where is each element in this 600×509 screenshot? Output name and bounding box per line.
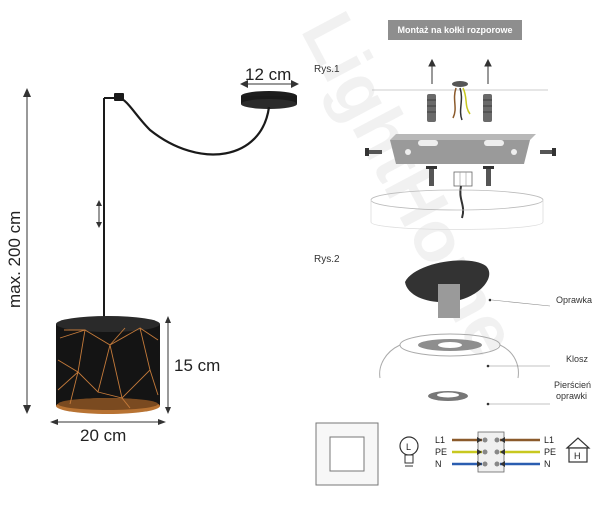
ceiling-wires	[452, 81, 471, 121]
adjust-arrows	[96, 200, 102, 228]
fig2-label: Rys.2	[314, 254, 340, 265]
canopy-width-label: 12 cm	[245, 65, 291, 84]
holder-ring: Pierścień oprawki	[428, 380, 591, 406]
terminal-block	[453, 171, 473, 219]
lamp-terminal-label: L	[406, 442, 411, 452]
pendant-cable	[103, 93, 271, 318]
wire-arrow-0-1	[500, 437, 505, 443]
screw-arrows	[428, 58, 492, 84]
house-icon: H	[565, 437, 591, 463]
shade-height-label: 15 cm	[174, 356, 220, 375]
height-label: max. 200 cm	[5, 211, 24, 308]
canopy: 12 cm	[240, 65, 299, 109]
wire-arrow-2-1	[500, 461, 505, 467]
wiring-connector	[477, 431, 505, 473]
height-dimension: max. 200 cm	[5, 88, 31, 414]
shade-width-dimension: 20 cm	[50, 419, 166, 445]
holder-label: Oprawka	[556, 295, 592, 305]
bracket-screws	[426, 166, 494, 186]
wall-switch	[315, 422, 379, 486]
wall-plugs	[427, 94, 492, 122]
bulb-icon: L	[399, 436, 419, 467]
wire-arrow-0-0	[477, 437, 482, 443]
left-label-pe: PE	[435, 447, 447, 457]
wire-arrow-1-0	[477, 449, 482, 455]
mounting-banner: Montaż na kołki rozporowe	[388, 20, 522, 40]
mounting-bracket	[390, 134, 536, 164]
left-label-l1: L1	[435, 435, 445, 445]
canopy-outline	[370, 189, 544, 230]
lamp-holder: Oprawka	[405, 260, 592, 318]
left-label-n: N	[435, 459, 442, 469]
right-label-l1: L1	[544, 435, 554, 445]
wire-arrow-2-0	[477, 461, 482, 467]
ring-label-line1: Pierścień	[554, 380, 591, 390]
shade-label: Klosz	[566, 354, 589, 364]
ring-label-line2: oprawki	[556, 391, 587, 401]
right-label-n: N	[544, 459, 551, 469]
fig1-label: Rys.1	[314, 64, 340, 75]
wire-arrow-1-1	[500, 449, 505, 455]
watermark: LightHome	[286, 0, 533, 369]
house-terminal-label: H	[574, 451, 581, 461]
shade-width-label: 20 cm	[80, 426, 126, 445]
shade-height-dimension: 15 cm	[165, 316, 220, 414]
lamp-shade	[56, 316, 160, 414]
side-screws	[365, 148, 556, 156]
right-label-pe: PE	[544, 447, 556, 457]
wires	[452, 437, 540, 467]
shade-outline: Klosz	[379, 333, 589, 379]
